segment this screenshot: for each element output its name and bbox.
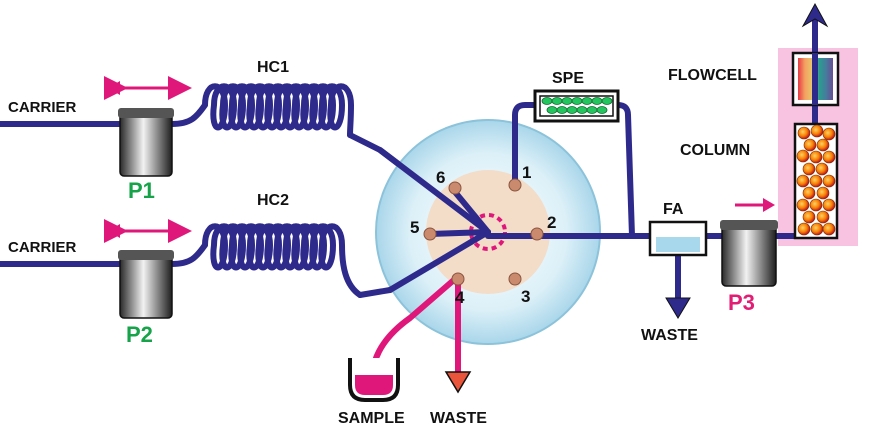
tube-port6-center bbox=[452, 189, 491, 235]
column-label: COLUMN bbox=[680, 142, 750, 159]
flow-adapter[interactable] bbox=[648, 220, 708, 257]
pump-p3[interactable] bbox=[720, 220, 778, 287]
hc2-label: HC2 bbox=[257, 192, 289, 209]
sample-cup[interactable] bbox=[348, 358, 400, 402]
p2-arrowhead-right-icon bbox=[176, 224, 188, 238]
tube-port1-spe bbox=[512, 102, 538, 188]
valve-port-3[interactable] bbox=[508, 272, 522, 286]
flowcell-label: FLOWCELL bbox=[668, 67, 757, 84]
tube-hc2-valve-front bbox=[387, 229, 491, 293]
p1-arrowhead-right-icon bbox=[176, 81, 188, 95]
fa-label: FA bbox=[663, 201, 684, 218]
valve-port-6[interactable] bbox=[448, 181, 462, 195]
valve-port-2[interactable] bbox=[530, 227, 544, 241]
tube-spe-main bbox=[615, 102, 635, 239]
port-label-1: 1 bbox=[522, 163, 531, 182]
port-label-6: 6 bbox=[436, 168, 445, 187]
port-label-4: 4 bbox=[455, 288, 465, 307]
tube-port5-center bbox=[427, 229, 491, 237]
valve-port-4[interactable] bbox=[451, 272, 465, 286]
carrier-label-bottom: CARRIER bbox=[8, 239, 77, 256]
tube-p2-hc2 bbox=[169, 242, 208, 267]
p3-arrowhead-icon bbox=[763, 198, 775, 212]
carrier-label-top: CARRIER bbox=[8, 99, 77, 116]
tube-p1-hc1 bbox=[169, 102, 208, 127]
pump-p1[interactable] bbox=[118, 108, 174, 177]
valve-waste-label: WASTE bbox=[430, 410, 487, 427]
p2-label: P2 bbox=[126, 322, 153, 347]
p3-label: P3 bbox=[728, 290, 755, 315]
p1-arrowhead-left-icon bbox=[108, 81, 120, 95]
hc1-coil bbox=[202, 83, 354, 138]
spe-cartridge[interactable] bbox=[533, 89, 620, 123]
tube-hc1-valve-front bbox=[377, 147, 491, 235]
fa-waste-label: WASTE bbox=[641, 327, 698, 344]
port-label-2: 2 bbox=[547, 213, 556, 232]
column[interactable] bbox=[793, 122, 839, 240]
spe-label: SPE bbox=[552, 70, 584, 87]
port-label-3: 3 bbox=[521, 287, 530, 306]
sample-label: SAMPLE bbox=[338, 410, 405, 427]
hc1-label: HC1 bbox=[257, 59, 289, 76]
fa-waste-arrow-icon bbox=[665, 297, 691, 319]
pump-p2[interactable] bbox=[118, 250, 174, 319]
valve-center-ring bbox=[469, 213, 507, 251]
p2-arrowhead-left-icon bbox=[108, 224, 120, 238]
valve-port-5[interactable] bbox=[423, 227, 437, 241]
valve-waste-arrow-icon bbox=[444, 371, 472, 394]
valve-port-1[interactable] bbox=[508, 178, 522, 192]
outlet-arrow-icon bbox=[801, 2, 829, 28]
hc2-coil bbox=[202, 223, 363, 298]
p1-label: P1 bbox=[128, 178, 155, 203]
port-label-5: 5 bbox=[410, 218, 419, 237]
